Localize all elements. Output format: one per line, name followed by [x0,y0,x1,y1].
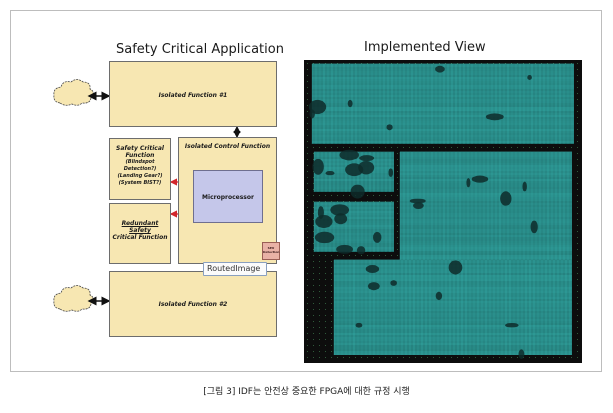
fpga-routed-region [313,201,394,255]
isolated-control-label: Isolated Control Function [184,143,271,150]
redundant-line2: Critical Function [112,234,168,241]
safety-critical-line4: (Landing Gear?) [117,173,163,179]
microprocessor-label: Microprocessor [202,194,254,201]
right-title: Implemented View [364,40,486,55]
seu-line1: SEU [267,246,275,250]
isolated-function-2-block: Isolated Function #2 [109,271,277,337]
left-title: Safety Critical Application [116,42,284,57]
routed-image-tooltip: RoutedImage [203,262,267,276]
redundant-safety-function-block: Redundant Safety Critical Function [109,203,171,264]
safety-critical-line5: (System BIST?) [118,180,162,186]
redundant-line1: Redundant Safety [121,220,159,234]
seu-line2: Detection [263,250,280,254]
redundant-label: Redundant Safety Critical Function [110,220,170,241]
safety-critical-line3: (Blindspot Detection?) [123,159,157,172]
figure-caption: [그림 3] IDF는 안전상 중요한 FPGA에 대한 규정 시행 [203,387,410,397]
microprocessor-block: Microprocessor [193,170,263,223]
fpga-routed-region [399,151,572,260]
fpga-routed-region [312,149,394,199]
seu-label: SEU Detection [263,246,279,254]
fpga-routed-region [308,63,574,144]
safety-critical-line1: Safety Critical [116,145,164,152]
fpga-routing-image [307,63,578,359]
safety-critical-function-block: Safety Critical Function (Blindspot Dete… [109,138,171,200]
seu-detection-block: SEU Detection [262,242,280,260]
safety-critical-label: Safety Critical Function (Blindspot Dete… [110,145,170,187]
isolated-function-1-label: Isolated Function #1 [158,92,228,99]
fpga-implemented-view [304,60,582,363]
safety-critical-line2: Function [125,152,155,159]
isolated-function-1-block: Isolated Function #1 [109,61,277,127]
cloud-icon [53,79,94,106]
isolated-function-2-label: Isolated Function #2 [158,301,228,308]
cloud-icon [53,285,94,312]
fpga-routed-region [333,259,572,359]
